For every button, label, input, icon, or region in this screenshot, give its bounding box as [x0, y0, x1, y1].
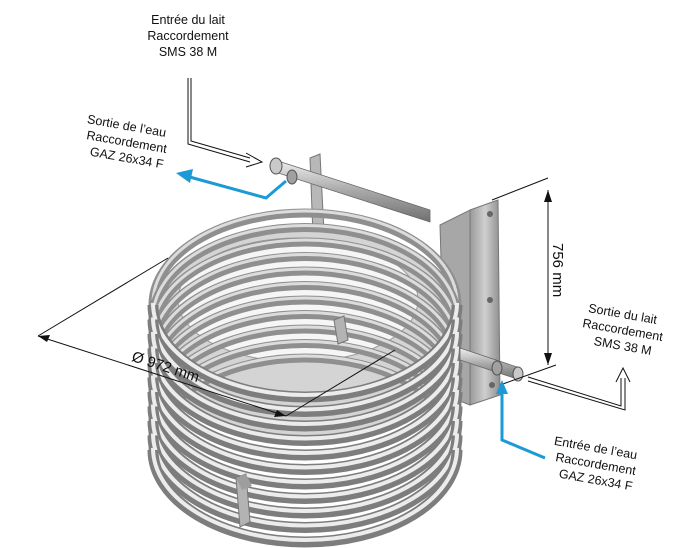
coil-ring-highlight: [151, 418, 459, 513]
diameter-dimension: [37, 257, 396, 417]
coil-ring-highlight: [151, 331, 459, 426]
coil-ring-highlight: [151, 360, 459, 455]
water-inlet-arrow-icon: [496, 380, 546, 460]
milk-inlet-label: Entrée du lait Raccordement SMS 38 M: [147, 13, 229, 59]
coil-ring-back-highlight: [151, 253, 459, 347]
coil-ring-highlight: [151, 302, 459, 397]
milk-inlet-line-2: Raccordement: [147, 29, 229, 43]
height-dimension: [491, 177, 557, 386]
lower-bracket: [235, 315, 349, 528]
coil-ring-back-highlight: [151, 267, 459, 362]
coil-ring-highlight: [151, 433, 459, 528]
height-label: 756 mm: [549, 243, 566, 297]
coil-ring-highlight: [151, 346, 459, 441]
milk-inlet-arrow-icon: [187, 78, 264, 168]
coil-ring-highlight: [151, 404, 459, 499]
coil-ring-highlight: [151, 317, 459, 412]
coil-ring-back-highlight: [151, 224, 459, 318]
coil-ring-back-highlight: [151, 238, 459, 333]
coil-ring-highlight: [151, 447, 459, 542]
milk-outlet-label: Sortie du lait Raccordement SMS 38 M: [581, 301, 664, 358]
coil-ring-highlight: [151, 389, 459, 484]
coil-ring-back-highlight: [151, 282, 459, 376]
coil-body: [147, 208, 463, 548]
milk-inlet-line-1: Entrée du lait: [151, 13, 225, 27]
water-outlet-label: Sortie de l’eau Raccordement GAZ 26x34 F: [85, 112, 168, 171]
water-inlet-label: Entrée de l’eau Raccordement GAZ 26x34 F: [553, 434, 638, 494]
coil-ring-highlight: [151, 375, 459, 470]
coil-ring-back-highlight: [151, 209, 459, 304]
water-outlet-arrow-icon: [176, 169, 287, 200]
top-inlet-pipe: [269, 157, 431, 223]
milk-inlet-line-3: SMS 38 M: [159, 45, 217, 59]
milk-outlet-arrow-icon: [527, 366, 631, 411]
